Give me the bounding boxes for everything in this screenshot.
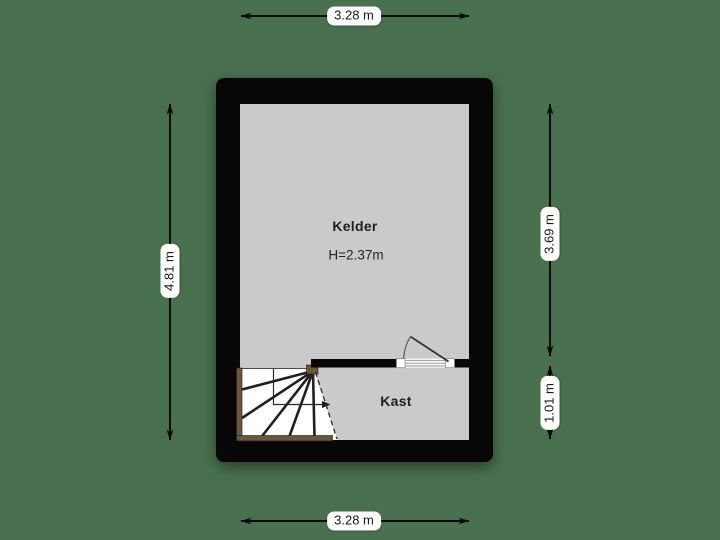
dimension-label-top: 3.28 m — [327, 6, 381, 26]
room-height-kelder: H=2.37m — [328, 247, 384, 263]
room-label-kelder: Kelder — [332, 218, 378, 234]
stair-stringer-left — [236, 367, 243, 441]
door-jamb-left — [396, 358, 406, 369]
door-leaf — [410, 335, 449, 363]
stair-walkline — [272, 369, 322, 406]
door-swing-arc — [403, 336, 411, 359]
staircase — [236, 364, 338, 442]
stair-headroom-dashed-line — [314, 371, 338, 440]
dimension-label-right-lower: 1.01 m — [540, 376, 560, 430]
interior-wall-right-segment — [454, 359, 469, 368]
interior-wall — [311, 358, 469, 369]
stair-tread — [241, 369, 314, 420]
door — [403, 335, 449, 363]
interior-wall-left-segment — [311, 359, 397, 368]
stair-tread — [241, 369, 314, 391]
dimension-label-bottom: 3.28 m — [327, 511, 381, 531]
door-jamb-right — [445, 358, 455, 369]
room-label-kast: Kast — [380, 393, 412, 409]
dimension-label-right-upper: 3.69 m — [540, 207, 560, 261]
dimension-label-left: 4.81 m — [160, 244, 180, 298]
stair-stringer-bottom — [236, 435, 333, 442]
